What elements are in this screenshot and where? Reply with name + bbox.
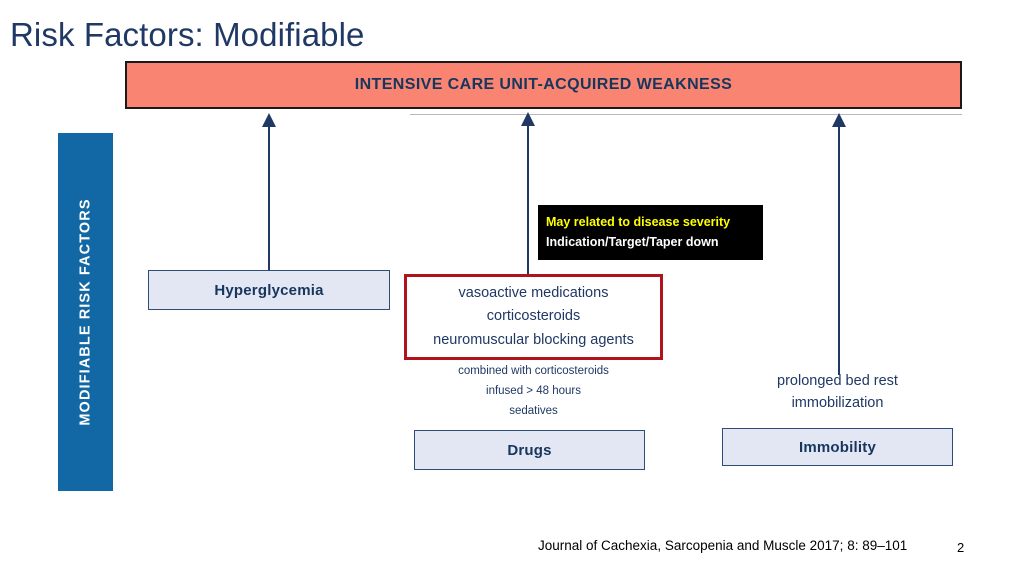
category-box-hyperglycemia: Hyperglycemia	[148, 270, 390, 310]
arrow-shaft	[527, 121, 529, 275]
footer-citation: Journal of Cachexia, Sarcopenia and Musc…	[538, 538, 908, 553]
icuaw-banner-label: INTENSIVE CARE UNIT-ACQUIRED WEAKNESS	[354, 76, 733, 93]
drug-subnote-item: combined with corticosteroids	[458, 365, 609, 377]
immobility-notes: prolonged bed rest immobilization	[722, 370, 953, 415]
drug-list-item: vasoactive medications	[458, 284, 609, 301]
category-label-immobility: Immobility	[798, 438, 876, 456]
arrow-up-immobility	[831, 113, 847, 375]
immobility-note-item: immobilization	[791, 395, 884, 412]
category-label-hyperglycemia: Hyperglycemia	[214, 281, 324, 299]
severity-callout: May related to disease severity Indicati…	[538, 205, 763, 260]
arrow-up-hyperglycemia	[261, 113, 277, 271]
drug-subnote-item: infused > 48 hours	[486, 385, 581, 397]
arrow-up-drugs	[520, 112, 536, 275]
drug-list-item: corticosteroids	[486, 308, 581, 325]
category-box-immobility: Immobility	[722, 428, 953, 466]
drug-subnotes: combined with corticosteroids infused > …	[404, 361, 663, 421]
page-title: Risk Factors: Modifiable	[10, 16, 365, 53]
immobility-note-item: prolonged bed rest	[777, 373, 898, 389]
drug-list-item: neuromuscular blocking agents	[433, 331, 634, 348]
arrowhead-icon	[832, 113, 846, 127]
modifiable-risk-factors-label: MODIFIABLE RISK FACTORS	[77, 198, 94, 426]
page-number: 2	[957, 540, 965, 555]
modifiable-risk-factors-band: MODIFIABLE RISK FACTORS	[58, 133, 113, 491]
drug-subnote-item: sedatives	[509, 405, 558, 417]
callout-line-1: May related to disease severity	[546, 215, 731, 230]
arrowhead-icon	[521, 112, 535, 126]
callout-line-2: Indication/Target/Taper down	[546, 234, 719, 249]
category-box-drugs: Drugs	[414, 430, 645, 470]
icuaw-banner: INTENSIVE CARE UNIT-ACQUIRED WEAKNESS	[125, 61, 962, 109]
arrow-shaft	[838, 122, 840, 375]
arrowhead-icon	[262, 113, 276, 127]
banner-underline-rule	[410, 114, 962, 115]
category-label-drugs: Drugs	[507, 441, 552, 459]
drug-list-box: vasoactive medications corticosteroids n…	[404, 274, 663, 360]
arrow-shaft	[268, 122, 270, 271]
